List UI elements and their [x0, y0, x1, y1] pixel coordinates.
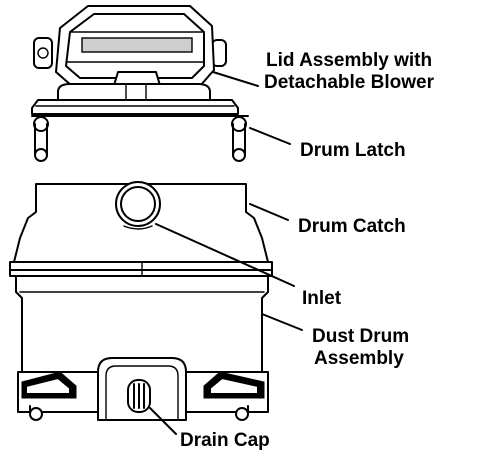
label-dust-drum-line1: Dust Drum [312, 326, 409, 347]
leader-drain-cap [149, 407, 177, 435]
drum-latch [31, 115, 249, 162]
label-dust-drum-line2: Assembly [314, 348, 404, 369]
dust-drum-assembly [9, 183, 273, 421]
leader-dust-drum [261, 313, 303, 331]
label-lid-assembly: Lid Assembly with Detachable Blower [264, 50, 437, 93]
leader-drum-latch [249, 127, 291, 145]
leader-lid-assembly [212, 71, 259, 87]
leader-lines [149, 71, 303, 435]
leader-drum-catch [249, 203, 289, 221]
label-inlet: Inlet [302, 288, 342, 309]
inlet [115, 181, 161, 230]
label-dust-drum-assembly: Dust Drum Assembly [312, 326, 414, 369]
label-lid-assembly-line2: Detachable Blower [264, 72, 435, 93]
label-drum-catch: Drum Catch [298, 216, 406, 237]
lid-assembly [31, 5, 239, 115]
label-drain-cap: Drain Cap [180, 430, 270, 451]
drain-cap [127, 379, 151, 413]
label-lid-assembly-line1: Lid Assembly with [266, 50, 432, 71]
leader-inlet [155, 223, 295, 287]
label-drum-latch: Drum Latch [300, 140, 406, 161]
